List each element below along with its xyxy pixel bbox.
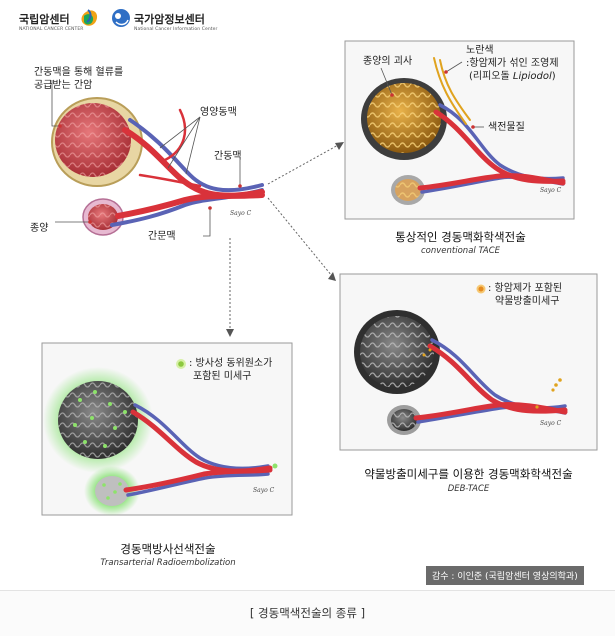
- deb-small-tumor: [387, 405, 421, 435]
- deb-beads: [422, 348, 562, 409]
- ctace-signature: Sayo C: [540, 187, 562, 194]
- deb-title: 약물방출미세구를 이용한 경동맥화학색전술: [364, 467, 573, 481]
- ncc-logo-name: 국립암센터: [19, 13, 70, 26]
- label-hepatic-artery: 간동맥: [214, 151, 242, 162]
- deb-vessels: [413, 338, 568, 424]
- main-signature: Sayo C: [230, 210, 252, 217]
- nci-logo-name: 국가암정보센터: [134, 13, 205, 26]
- ctace-vessels: [417, 57, 566, 194]
- tare-legend-line1: : 방사성 동위원소가: [189, 358, 273, 369]
- ncc-logo-sub: NATIONAL CANCER CENTER: [19, 27, 84, 32]
- label-lipiodol-mix: :항암제가 섞인 조영제: [466, 58, 559, 69]
- label-tumor: 종양: [30, 223, 49, 234]
- ctace-tumor: [361, 78, 447, 160]
- ctace-title: 통상적인 경동맥화학색전술: [395, 230, 526, 244]
- footer: [ 경동맥색전술의 종류 ]: [0, 590, 615, 636]
- deb-subtitle: DEB-TACE: [447, 484, 490, 494]
- ncc-logo-icon: [81, 9, 98, 26]
- tare-vessels: [123, 403, 273, 497]
- deb-legend-line1: : 항암제가 포함된: [488, 283, 563, 294]
- nci-logo-sub: National Cancer Information Center: [134, 27, 218, 32]
- label-embolic-material: 색전물질: [488, 122, 525, 133]
- credit-badge: 감수 : 이인준 (국립암센터 영상의학과): [426, 566, 584, 585]
- deb-signature: Sayo C: [540, 420, 562, 427]
- ctace-small-tumor: [391, 175, 425, 205]
- label-necrosis: 종양의 괴사: [363, 56, 413, 67]
- nci-logo-icon: [112, 9, 130, 27]
- tare-legend-icon: [176, 359, 186, 369]
- tare-subtitle: Transarterial Radioembolization: [100, 558, 236, 568]
- ctace-leaders: [380, 61, 484, 129]
- tare-legend-line2: 포함된 미세구: [193, 371, 252, 382]
- tare-tumor: [43, 367, 153, 473]
- label-nutrient-artery: 영양동맥: [200, 107, 237, 118]
- tare-microspheres: [73, 390, 127, 500]
- label-liver-cancer-line1: 간동맥을 통해 혈류를: [34, 67, 124, 78]
- footer-caption: [ 경동맥색전술의 종류 ]: [249, 606, 366, 620]
- main-vessels: [110, 108, 265, 227]
- ctace-subtitle: conventional TACE: [421, 246, 500, 256]
- tare-catheter-tip: [272, 463, 278, 469]
- dotted-arrows: [229, 143, 341, 330]
- label-portal-vein: 간문맥: [148, 231, 176, 242]
- main-leader-lines: [51, 80, 242, 237]
- label-lipiodol-name: (리피오돌 Lipiodol): [469, 71, 556, 82]
- label-yellow: 노란색: [466, 45, 494, 56]
- tare-signature: Sayo C: [253, 487, 275, 494]
- arrow-heads: [226, 142, 344, 337]
- deb-tumor: [354, 310, 440, 394]
- deb-legend-icon: [476, 284, 486, 294]
- tare-title: 경동맥방사선색전술: [120, 542, 216, 556]
- deb-legend-line2: 약물방출미세구: [495, 296, 560, 307]
- label-liver-cancer-line2: 공급받는 간암: [34, 80, 93, 91]
- main-liver-tumor: [51, 97, 143, 187]
